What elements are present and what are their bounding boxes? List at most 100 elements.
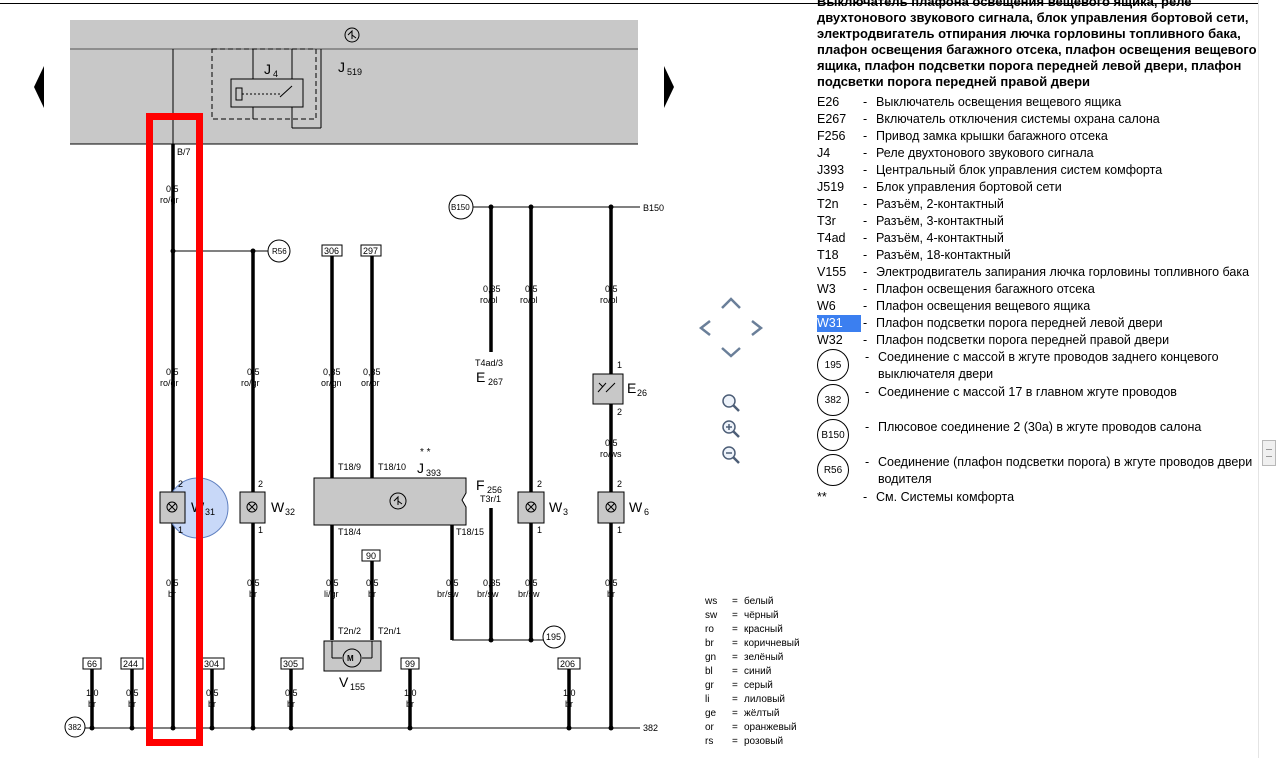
legend-description: Соединение с массой в жгуте проводов зад…: [878, 350, 1219, 381]
legend-description: Разъём, 4-контактный: [876, 231, 1004, 245]
diagram-label: 0,5: [525, 284, 538, 294]
diagram-label: 66: [87, 659, 97, 669]
legend-description: Блок управления бортовой сети: [876, 180, 1062, 194]
diagram-label: 0,35: [323, 367, 341, 377]
color-code-row: ro=красный: [705, 623, 800, 637]
diagram-label: 256: [487, 485, 502, 495]
diagram-label: br/sw: [477, 589, 499, 599]
pan-left-icon[interactable]: [698, 320, 711, 336]
diagram-label: 1: [178, 525, 183, 535]
diagram-label: T18/4: [338, 527, 361, 537]
diagram-label: 1,0: [86, 688, 99, 698]
color-name: коричневый: [744, 638, 800, 649]
legend-item: T2n-Разъём, 2-контактный: [817, 196, 1257, 213]
pan-down-icon[interactable]: [721, 347, 741, 358]
color-eq: =: [732, 638, 738, 649]
connection-circle: B150: [817, 419, 849, 451]
grip-icon: [1266, 449, 1272, 457]
j393-label: J: [417, 460, 424, 476]
diagram-label: br: [565, 699, 573, 709]
legend-item: T3r-Разъём, 3-контактный: [817, 213, 1257, 230]
legend-description: Разъём, 2-контактный: [876, 197, 1004, 211]
diagram-path: [248, 503, 256, 511]
diagram-label: B150: [643, 203, 664, 213]
legend-item: J519-Блок управления бортовой сети: [817, 179, 1257, 196]
zoom-icon[interactable]: [722, 394, 740, 412]
legend-description: Реле двухтонового звукового сигнала: [876, 146, 1094, 160]
diagram-label: 0,5: [206, 688, 219, 698]
diagram-label: B150: [451, 203, 470, 212]
diagram-label: * *: [420, 447, 431, 458]
scrollbar-thumb[interactable]: [1262, 440, 1276, 466]
diagram-label: T4ad/3: [475, 358, 503, 368]
legend-separator: -: [863, 129, 868, 143]
diagram-circle: [407, 725, 413, 731]
color-code: or: [705, 722, 714, 733]
legend-description: Электродвигатель запирания лючка горлови…: [876, 265, 1250, 279]
diagram-label: 0,5: [166, 184, 179, 194]
j519-label: J: [338, 59, 345, 75]
legend-item: V155-Электродвигатель запирания лючка го…: [817, 264, 1257, 281]
prev-page-icon[interactable]: [34, 66, 44, 108]
color-code: ws: [705, 596, 718, 607]
motor-icon: [342, 648, 362, 668]
diagram-label: 2: [617, 479, 622, 489]
diagram-label: 0,5: [605, 284, 618, 294]
legend-code: W31: [817, 315, 861, 332]
diagram-label: 0,5: [326, 578, 339, 588]
v155-label: V: [339, 674, 349, 690]
zoom-out-icon[interactable]: [722, 446, 740, 464]
diagram-label: ro/bl: [520, 295, 538, 305]
legend-code: T18: [817, 248, 839, 262]
legend-code: J519: [817, 180, 845, 194]
diagram-path: [527, 503, 535, 511]
legend-code: W32: [817, 333, 843, 347]
next-page-icon[interactable]: [664, 66, 674, 108]
diagram-label: 0,5: [166, 367, 179, 377]
zoom-in-icon[interactable]: [722, 420, 740, 438]
color-code-row: br = коричневый: [705, 637, 800, 651]
e267-label: E: [476, 369, 485, 385]
legend-item: W6-Плафон освещения вещевого ящика: [817, 298, 1257, 315]
diagram-label: 2: [178, 479, 183, 489]
diagram-label: 0,5: [605, 578, 618, 588]
diagram-label: br: [287, 699, 295, 709]
diagram-circle: [170, 725, 176, 731]
pan-right-icon[interactable]: [751, 320, 764, 336]
color-code-row: li=лиловый: [705, 693, 800, 707]
legend-item: W31-Плафон подсветки порога передней лев…: [817, 315, 1257, 332]
diagram-label: br: [168, 589, 176, 599]
diagram-label: T18/9: [338, 462, 361, 472]
diagram-path: [393, 495, 403, 505]
diagram-label: 1,0: [404, 688, 417, 698]
diagram-label: 1: [537, 525, 542, 535]
diagram-label: br/sw: [518, 589, 540, 599]
diagram-label: 382: [68, 723, 82, 732]
color-code-row: sw=чёрный: [705, 609, 800, 623]
diagram-label: 244: [123, 659, 138, 669]
diagram-label: T18/15: [456, 527, 484, 537]
color-code: sw: [705, 610, 718, 621]
diagram-label: ro/gr: [160, 195, 179, 205]
electronic-symbol-icon: [389, 492, 407, 510]
scrollbar[interactable]: [1258, 0, 1278, 758]
pan-up-icon[interactable]: [721, 297, 741, 309]
color-eq: =: [732, 708, 738, 719]
j519-block: [70, 20, 638, 144]
legend-connection: R56-Соединение (плафон подсветки порога)…: [817, 454, 1257, 489]
diagram-line: [279, 85, 293, 98]
color-name: жёлтый: [744, 708, 780, 719]
diagram-label: 6: [644, 507, 649, 517]
legend-description: Плафон подсветки порога передней левой д…: [876, 316, 1163, 330]
diagram-path: [347, 29, 357, 39]
diagram-label: T3r/1: [480, 494, 501, 504]
color-name: лиловый: [744, 694, 786, 705]
diagram-label: 0,35: [483, 578, 501, 588]
diagram-label: li/gr: [324, 589, 339, 599]
color-eq: =: [732, 680, 738, 691]
legend-panel: Выключатель плафона освещения вещевого я…: [817, 0, 1257, 506]
color-code: br: [705, 638, 714, 649]
node-382: [64, 716, 86, 738]
diagram-label: 32: [285, 507, 295, 517]
diagram-circle: [170, 248, 176, 254]
